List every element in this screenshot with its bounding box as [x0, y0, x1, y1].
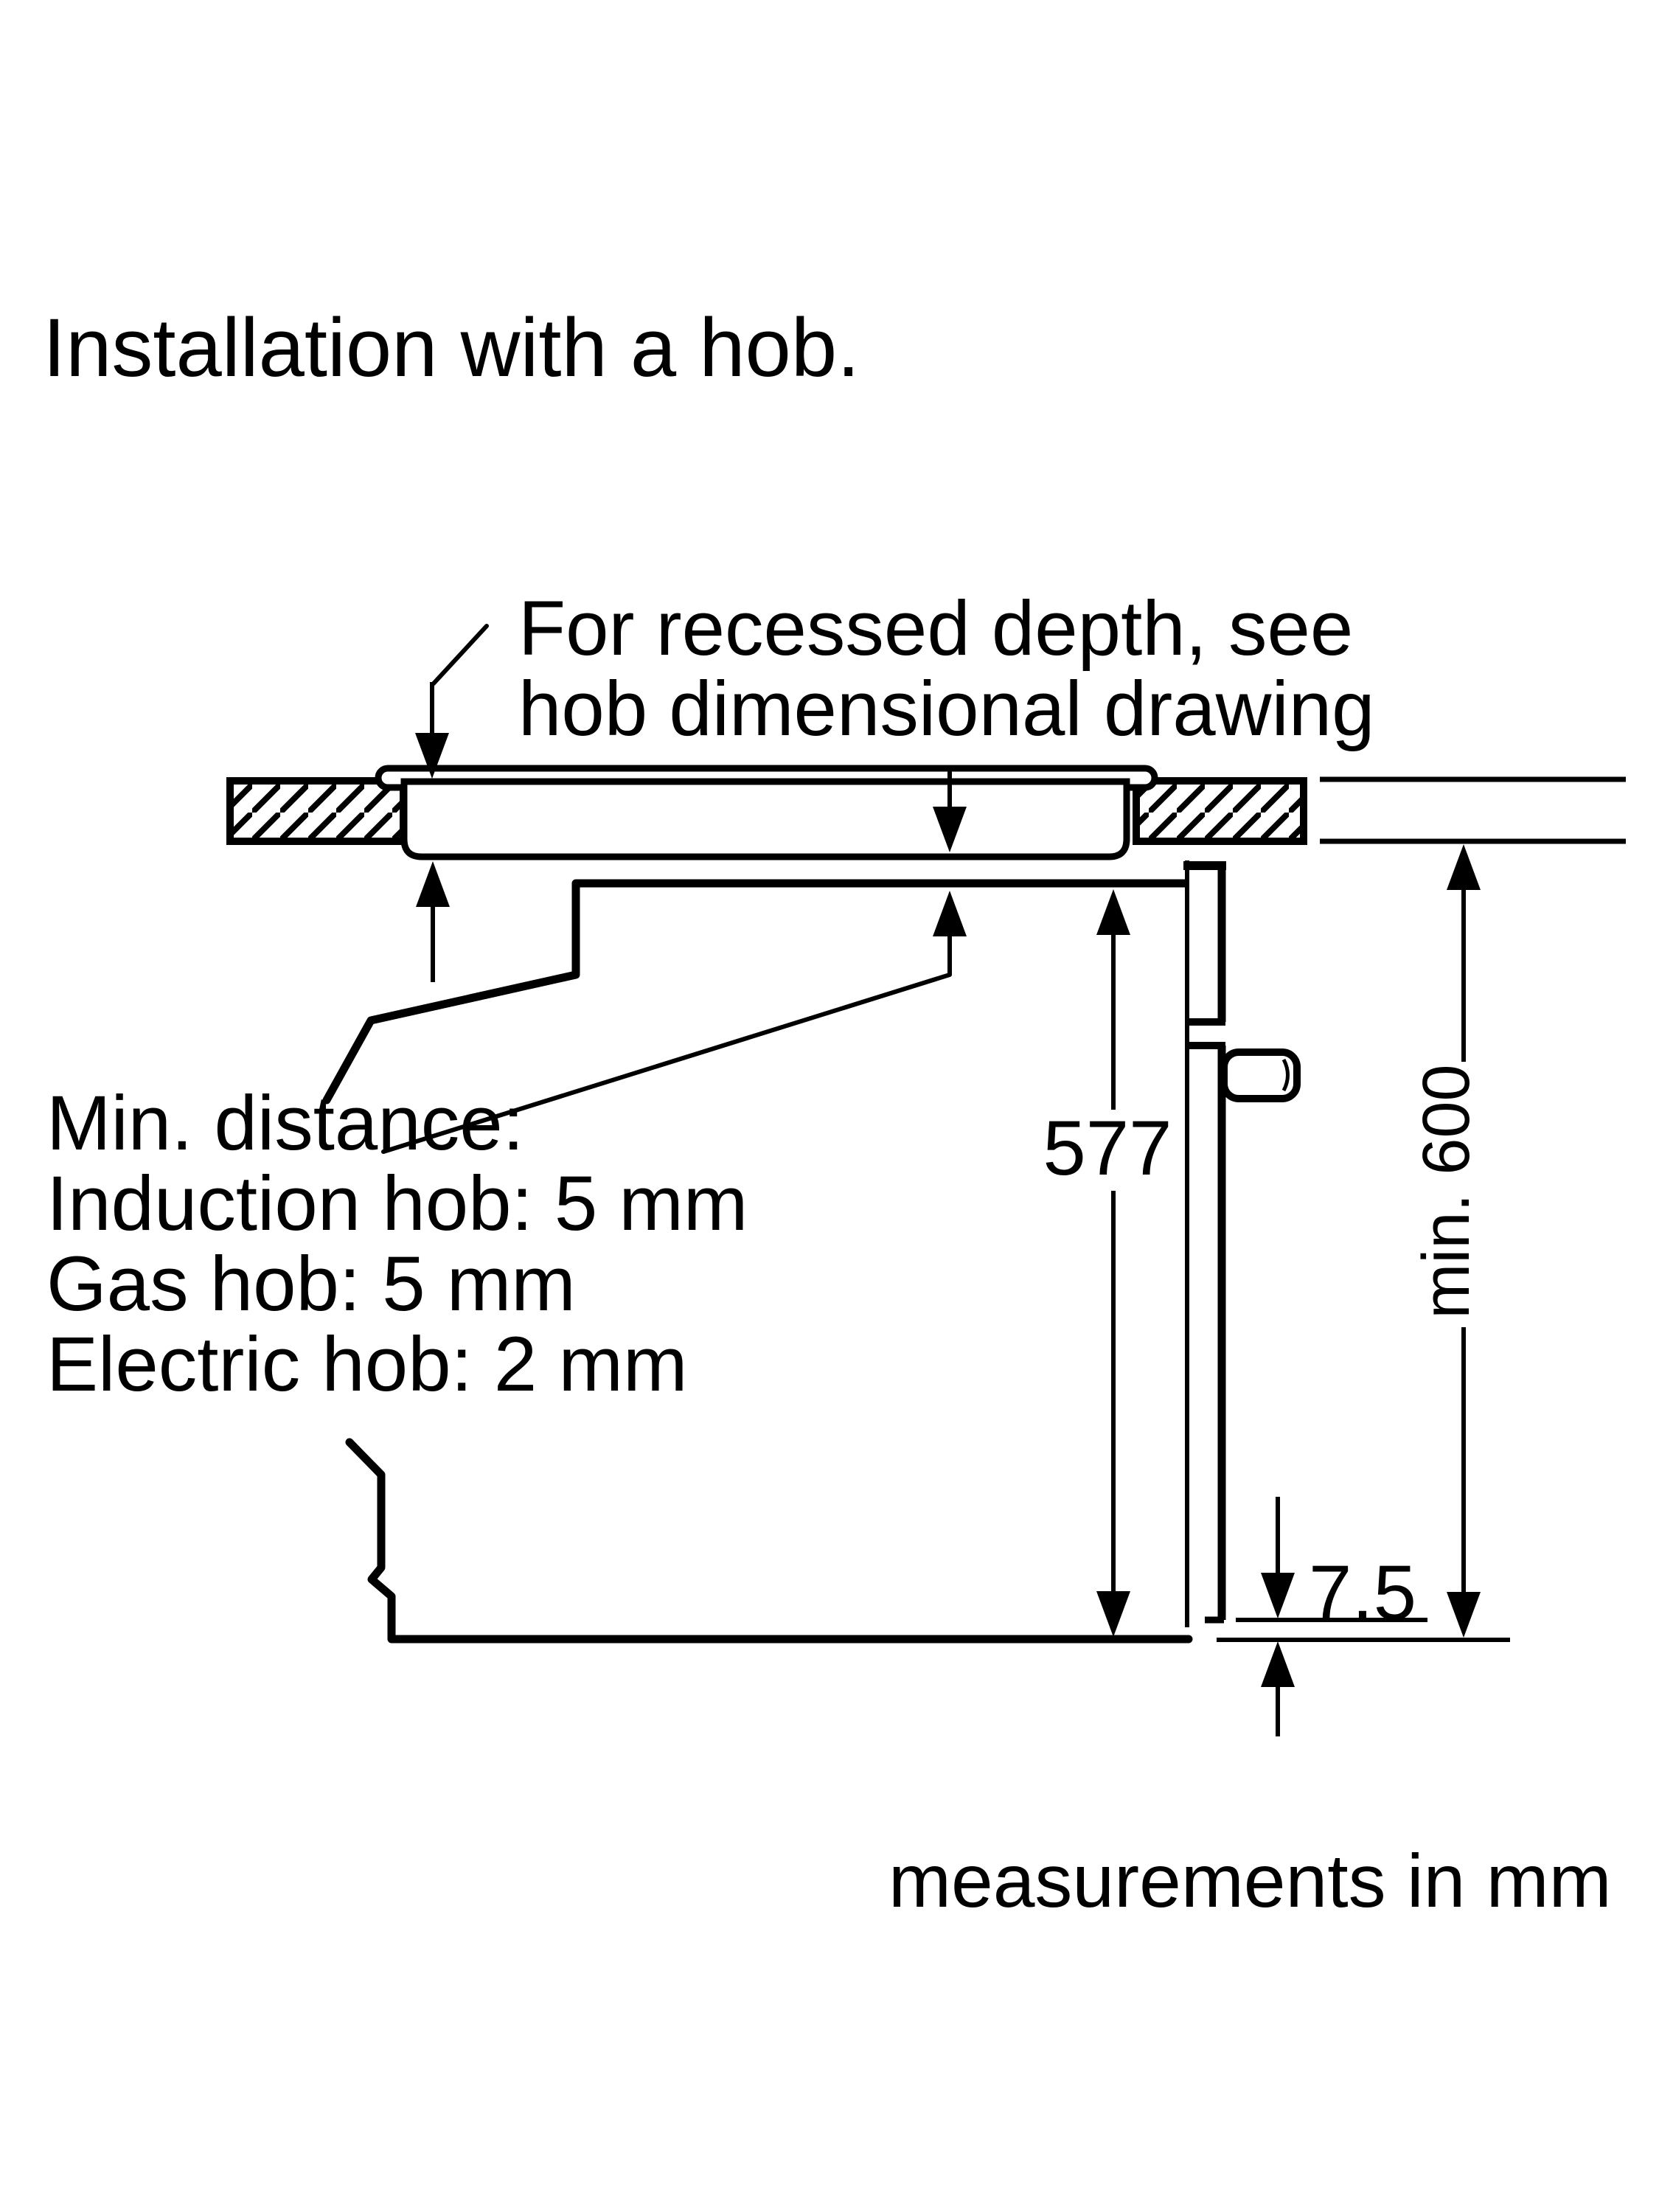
worktop-left-hatch: [226, 777, 407, 845]
arrow-up-icon: [933, 891, 967, 936]
worktop-right-section: [1133, 777, 1307, 845]
min-distance-heading: Min. distance:: [46, 1080, 524, 1166]
leader-to-note: [381, 973, 952, 1154]
arrow-down-icon: [933, 807, 967, 852]
dim-min600: [1447, 844, 1481, 1638]
control-knob-highlight: [1281, 1058, 1290, 1092]
dim-7-5-label: 7.5: [1309, 1550, 1416, 1636]
oven-front-assembly: [1183, 860, 1301, 1627]
dim-577: [1096, 889, 1130, 1637]
min-distance-electric: Electric hob: 2 mm: [46, 1321, 687, 1408]
arrow-up-icon: [1447, 844, 1481, 890]
hob-body: [400, 778, 1130, 860]
min-distance-gas: Gas hob: 5 mm: [46, 1241, 576, 1327]
dim-577-label: 577: [1043, 1105, 1172, 1192]
leader-diagonal: [431, 624, 489, 686]
recessed-depth-note-line1: For recessed depth, see: [518, 585, 1353, 672]
arrow-up-icon: [1261, 1641, 1295, 1687]
arrow-up-icon: [1096, 889, 1130, 935]
oven-bottom-and-left-bracket: [345, 1438, 1193, 1644]
page-title: Installation with a hob.: [43, 302, 860, 394]
worktop-left-section: [226, 777, 407, 845]
arrow-down-icon: [415, 733, 449, 779]
dim-min600-label: min. 600: [1410, 1064, 1484, 1318]
dim-7-5: [1217, 1497, 1510, 1736]
min-distance-left-arrow: [416, 861, 450, 982]
arrow-down-icon: [1447, 1592, 1481, 1638]
recessed-depth-left-arrow: [415, 624, 489, 779]
arrow-up-icon: [416, 861, 450, 907]
worktop-right-hatch: [1133, 777, 1307, 845]
recessed-depth-note-line2: hob dimensional drawing: [518, 666, 1375, 752]
arrow-down-icon: [1261, 1573, 1295, 1618]
units-note: measurements in mm: [888, 1839, 1612, 1923]
recessed-depth-inner-arrow: [933, 770, 967, 852]
min-distance-leader-arrow: [381, 891, 967, 1154]
min-distance-induction: Induction hob: 5 mm: [46, 1161, 748, 1247]
arrow-down-icon: [1096, 1591, 1130, 1637]
control-knob: [1220, 1048, 1301, 1102]
oven-top-and-left-bracket: [322, 879, 1189, 1105]
